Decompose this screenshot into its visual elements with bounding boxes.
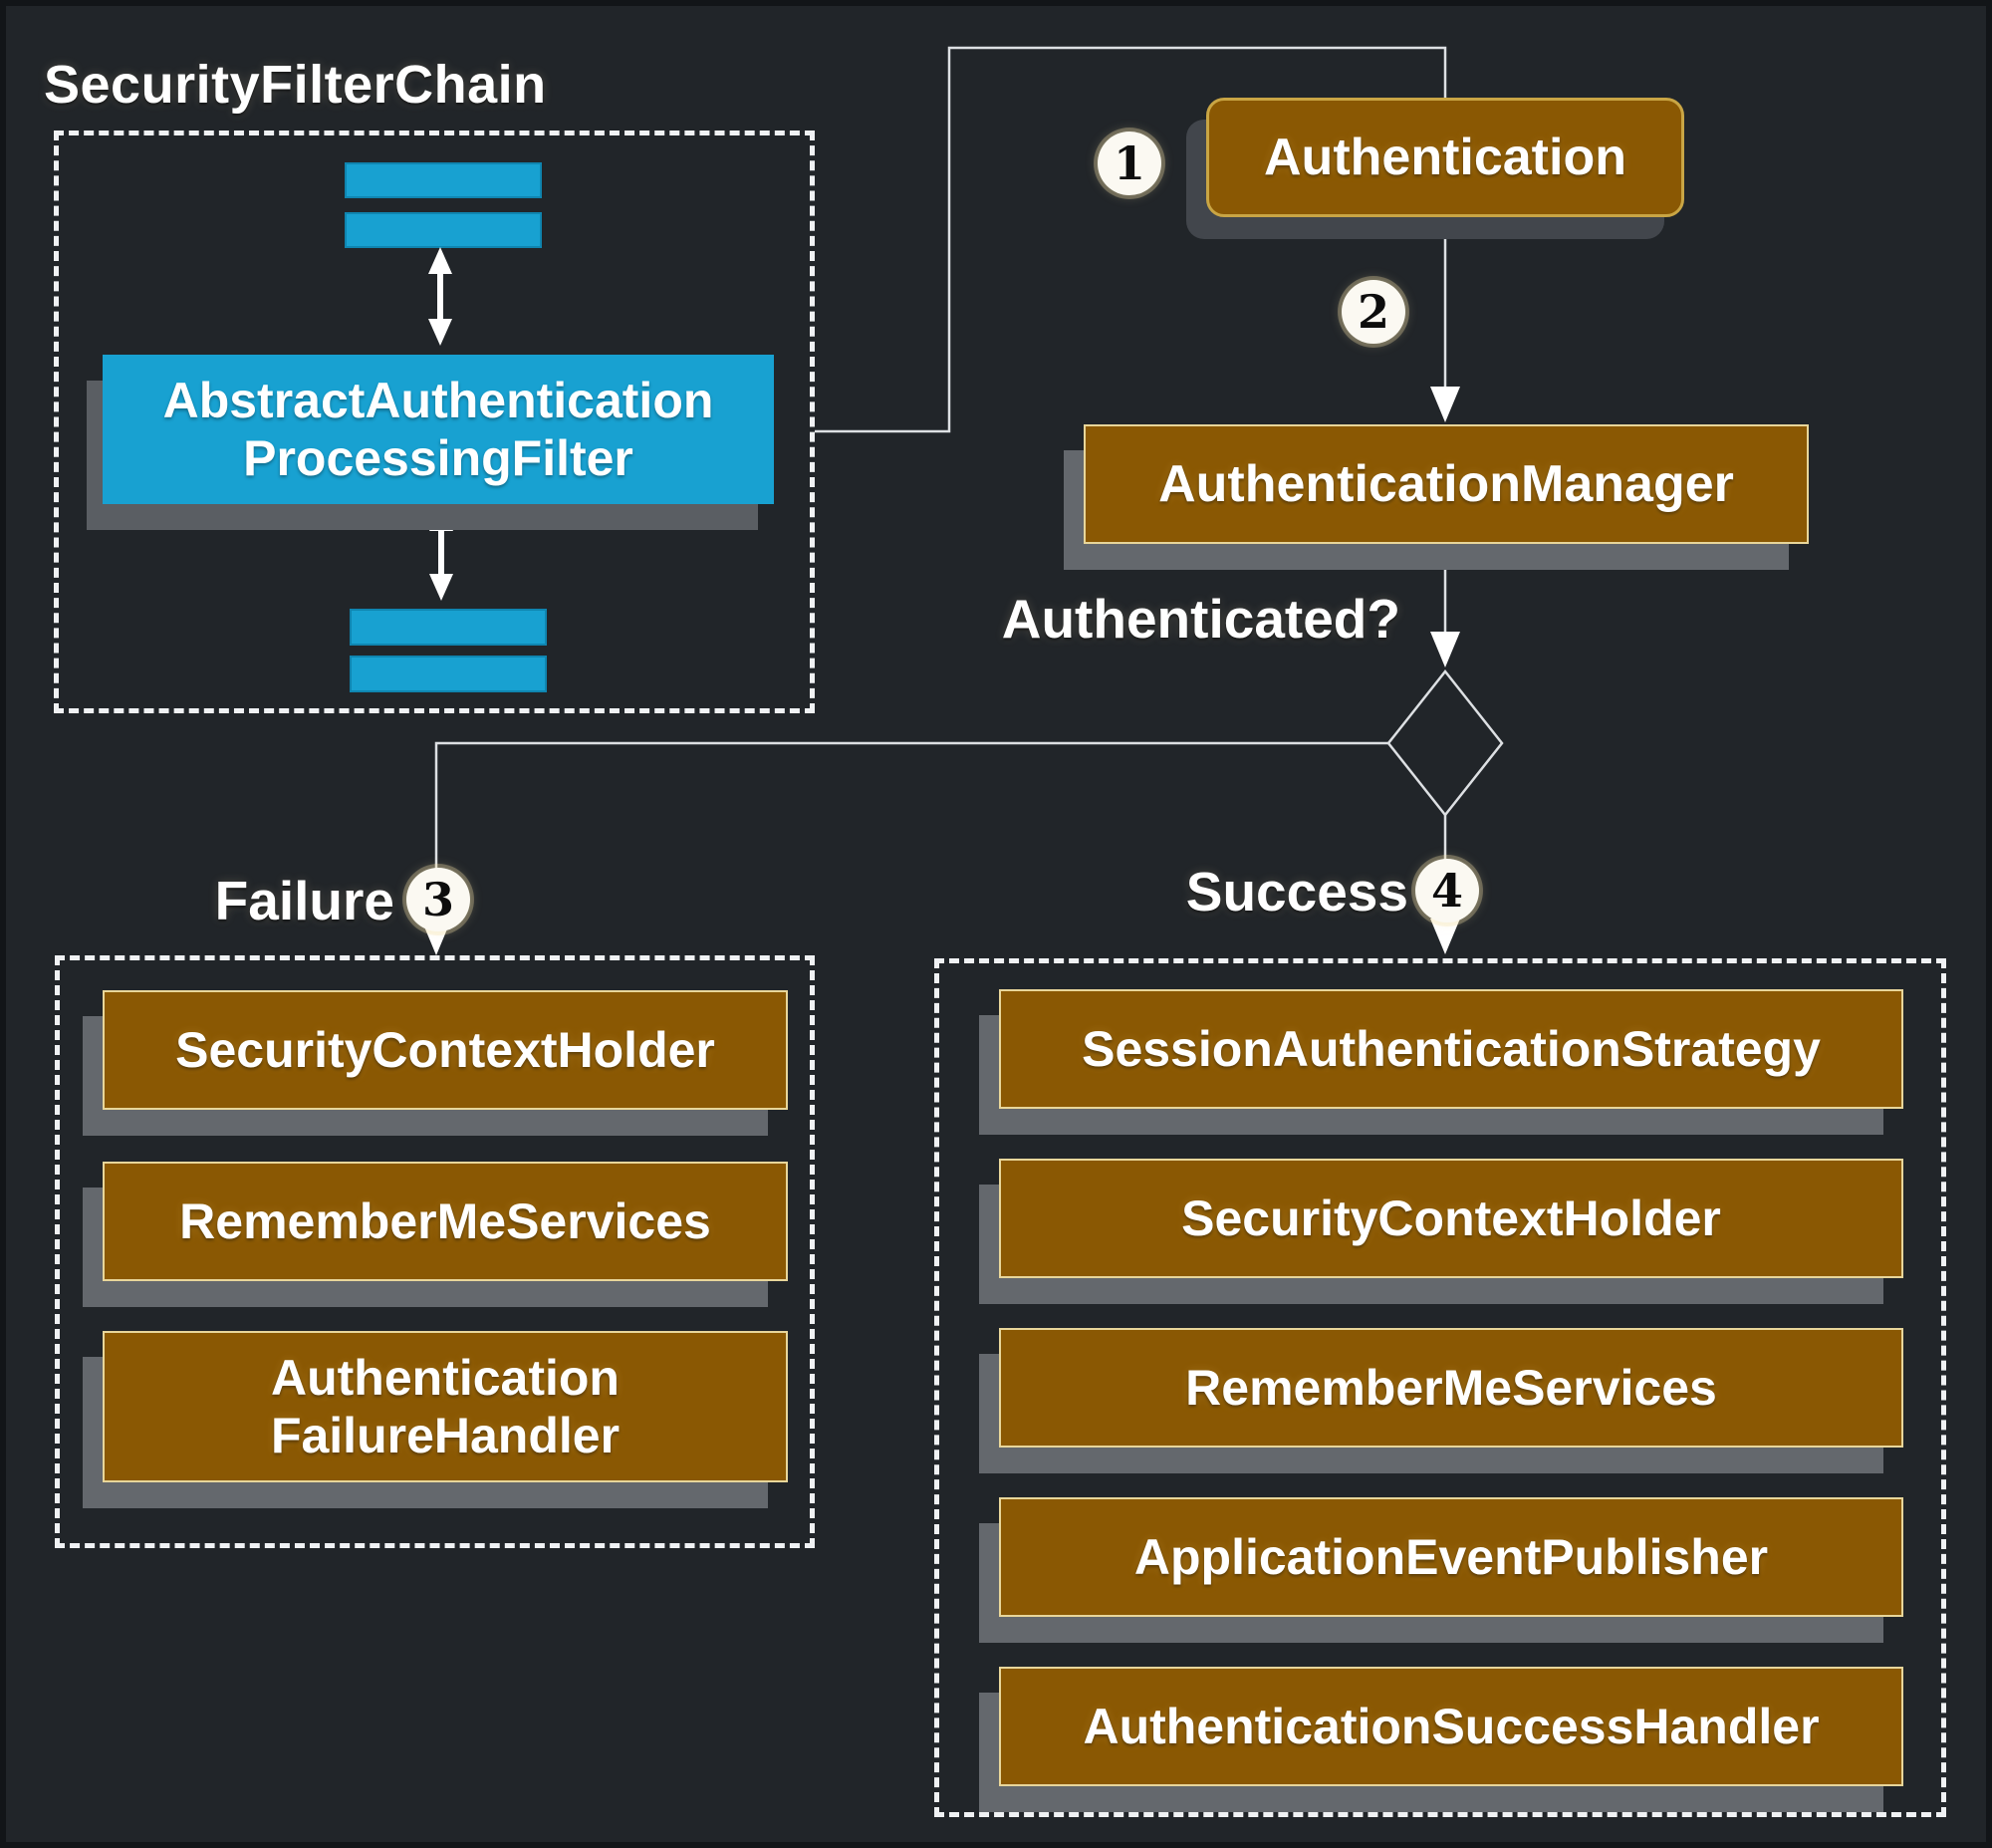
failure-label: Failure — [214, 870, 394, 931]
remember-me-services-success-node: RememberMeServices — [999, 1328, 1903, 1448]
security-context-holder-success-node: SecurityContextHolder — [999, 1159, 1903, 1278]
arrowhead-into-success-panel — [1430, 919, 1460, 954]
connector-layer — [421, 46, 1504, 955]
application-event-publisher-node: ApplicationEventPublisher — [999, 1497, 1903, 1617]
double-arrow-bottom-head-down — [429, 574, 453, 601]
failure-handler-label-line2: FailureHandler — [270, 1408, 621, 1463]
filter-bar — [350, 609, 547, 646]
decision-diamond — [1386, 668, 1504, 818]
connector-failure-branch — [434, 741, 1388, 923]
step-badge-4: 4 — [1415, 859, 1479, 923]
success-label: Success — [1185, 861, 1408, 923]
filter-node-label-line1: AbstractAuthentication — [162, 373, 714, 428]
failure-handler-label-line1: Authentication — [271, 1350, 620, 1406]
double-arrow-top-head-down — [428, 319, 452, 346]
arrowhead-into-diamond — [1430, 632, 1460, 667]
filter-bar — [350, 656, 547, 692]
arrowhead-into-manager — [1430, 387, 1460, 422]
security-filter-chain-box: AbstractAuthentication ProcessingFilter — [54, 131, 815, 713]
authenticated-question-label: Authenticated? — [1001, 588, 1400, 650]
connector-filter-to-authentication — [815, 46, 1447, 433]
step-badge-2: 2 — [1342, 280, 1405, 344]
filter-node-label-line2: ProcessingFilter — [243, 430, 633, 486]
authentication-node: Authentication — [1206, 98, 1684, 217]
remember-me-services-node: RememberMeServices — [103, 1162, 788, 1281]
abstract-authentication-processing-filter-node: AbstractAuthentication ProcessingFilter — [103, 355, 774, 504]
double-arrow-top-head-up — [428, 247, 452, 274]
success-panel: SessionAuthenticationStrategy SecurityCo… — [934, 958, 1946, 1817]
session-authentication-strategy-node: SessionAuthenticationStrategy — [999, 989, 1903, 1109]
authentication-failure-handler-node: Authentication FailureHandler — [103, 1331, 788, 1482]
security-context-holder-node: SecurityContextHolder — [103, 990, 788, 1110]
failure-panel: SecurityContextHolder RememberMeServices… — [55, 955, 815, 1548]
double-arrow-bottom-head-up — [429, 504, 453, 531]
step-badge-1: 1 — [1098, 132, 1161, 195]
authentication-manager-node: AuthenticationManager — [1084, 424, 1809, 544]
filter-bar — [345, 162, 542, 198]
authentication-success-handler-node: AuthenticationSuccessHandler — [999, 1667, 1903, 1786]
security-filter-chain-title: SecurityFilterChain — [44, 55, 547, 115]
step-badge-3: 3 — [406, 868, 470, 931]
filter-bar — [345, 212, 542, 248]
